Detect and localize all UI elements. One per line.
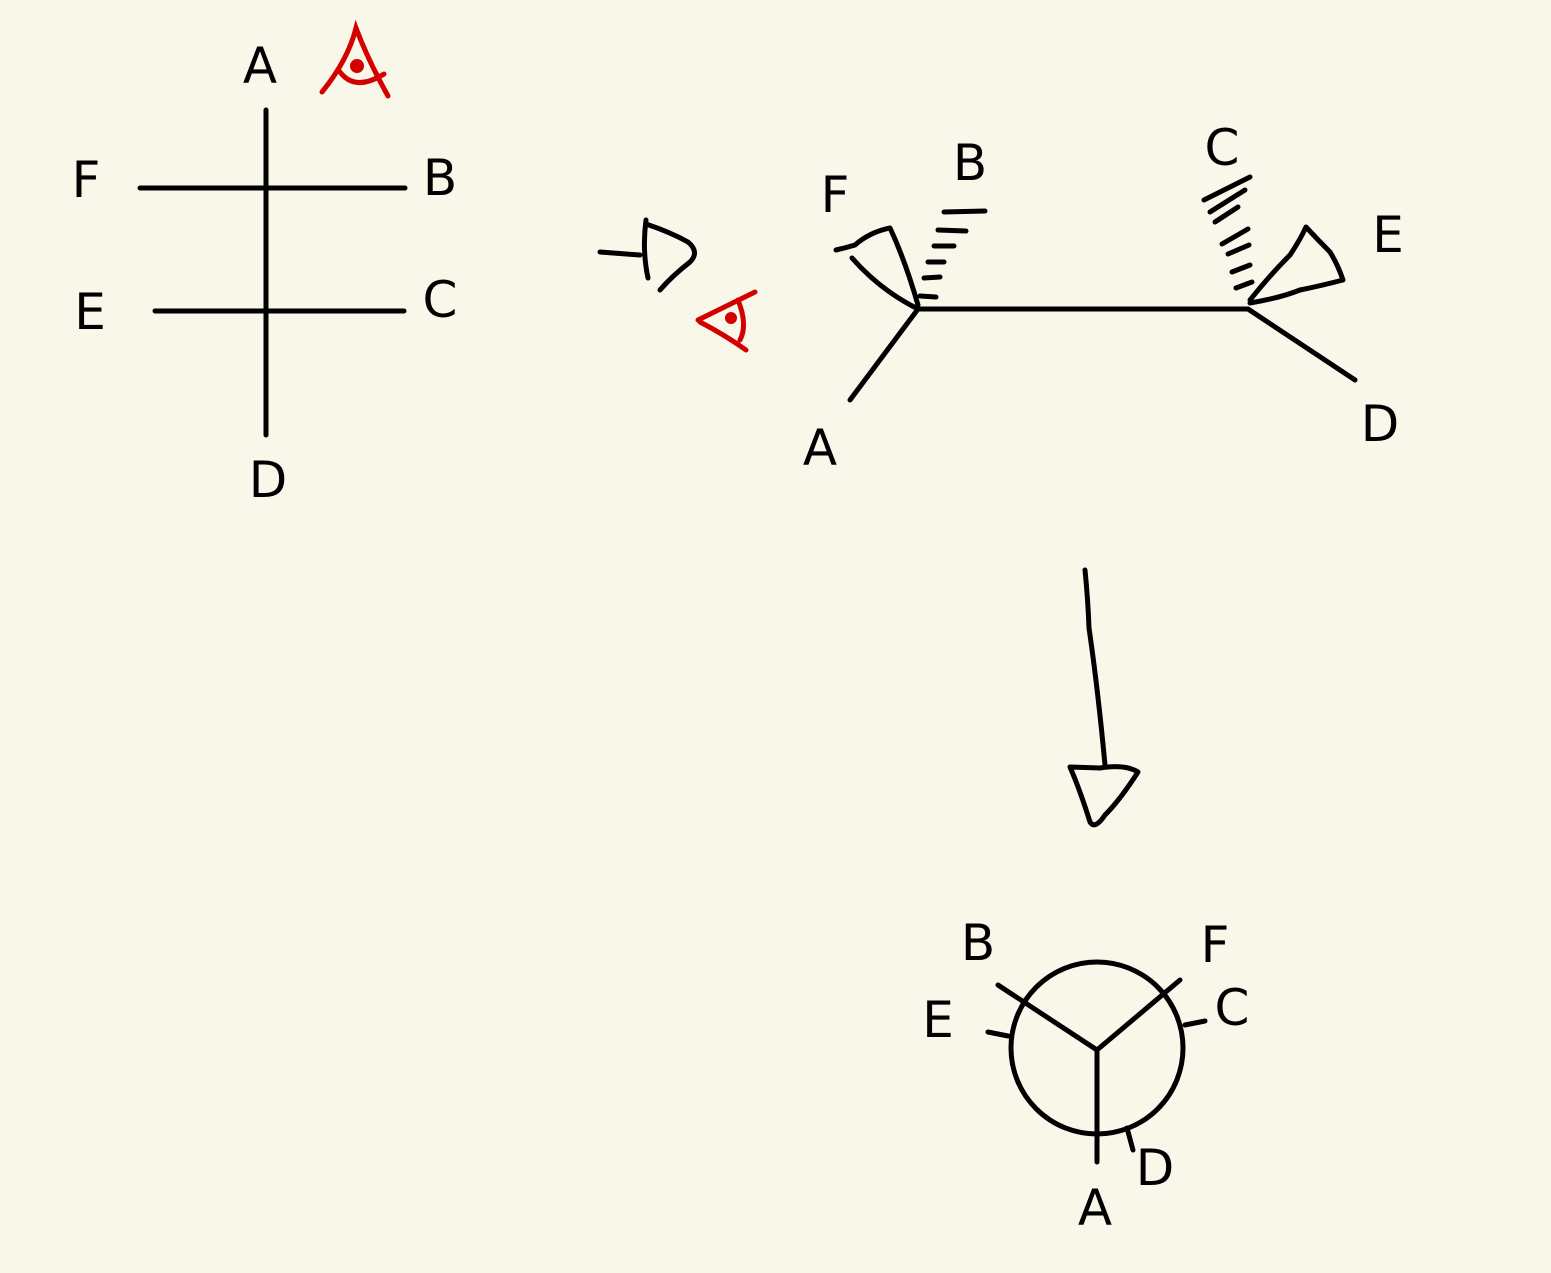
newman-label-front-upper-right: F	[1201, 916, 1230, 974]
fischer-label-lower-left: E	[74, 283, 106, 341]
fischer-label-top: A	[243, 37, 277, 95]
sawhorse-label-back-down: D	[1361, 395, 1400, 453]
sawhorse-label-front-wedge: F	[821, 166, 850, 224]
sawhorse-label-front-down: A	[803, 419, 837, 477]
back-down-bond	[1245, 306, 1358, 383]
newman-label-back-bottom: D	[1136, 1139, 1175, 1197]
fischer-label-upper-right: B	[423, 149, 457, 207]
sawhorse-label-front-hash: B	[953, 134, 987, 192]
down-arrow-icon	[1067, 567, 1141, 828]
view-arrow-icon	[597, 217, 697, 293]
front-hash-bond	[917, 208, 988, 300]
newman-label-back-left: E	[922, 991, 954, 1049]
newman-label-back-right: C	[1215, 979, 1250, 1037]
eye-icon	[319, 19, 391, 99]
fischer-projection: A F B E C D	[72, 19, 458, 509]
back-bond-left	[985, 1029, 1011, 1039]
newman-label-front-bottom: A	[1078, 1179, 1112, 1237]
back-hash-bond	[1201, 174, 1255, 291]
sawhorse-label-back-hash: C	[1205, 119, 1240, 177]
back-wedge-bond	[1247, 224, 1346, 306]
fischer-label-lower-right: C	[423, 271, 458, 329]
sawhorse-projection: F B A C E D	[803, 119, 1404, 477]
fischer-label-bottom: D	[249, 451, 288, 509]
front-bond-upper-left	[995, 982, 1100, 1053]
sawhorse-label-back-wedge: E	[1372, 206, 1404, 264]
front-down-bond	[847, 306, 921, 403]
newman-label-front-upper-left: B	[961, 914, 995, 972]
front-bond-upper-right	[1094, 977, 1183, 1053]
eye-icon	[695, 289, 758, 353]
newman-projection: B F E C D A	[922, 914, 1249, 1237]
back-bond-bottom	[1124, 1125, 1136, 1153]
fischer-label-upper-left: F	[72, 151, 101, 209]
front-wedge-bond	[833, 225, 921, 312]
back-bond-right	[1182, 1018, 1208, 1028]
